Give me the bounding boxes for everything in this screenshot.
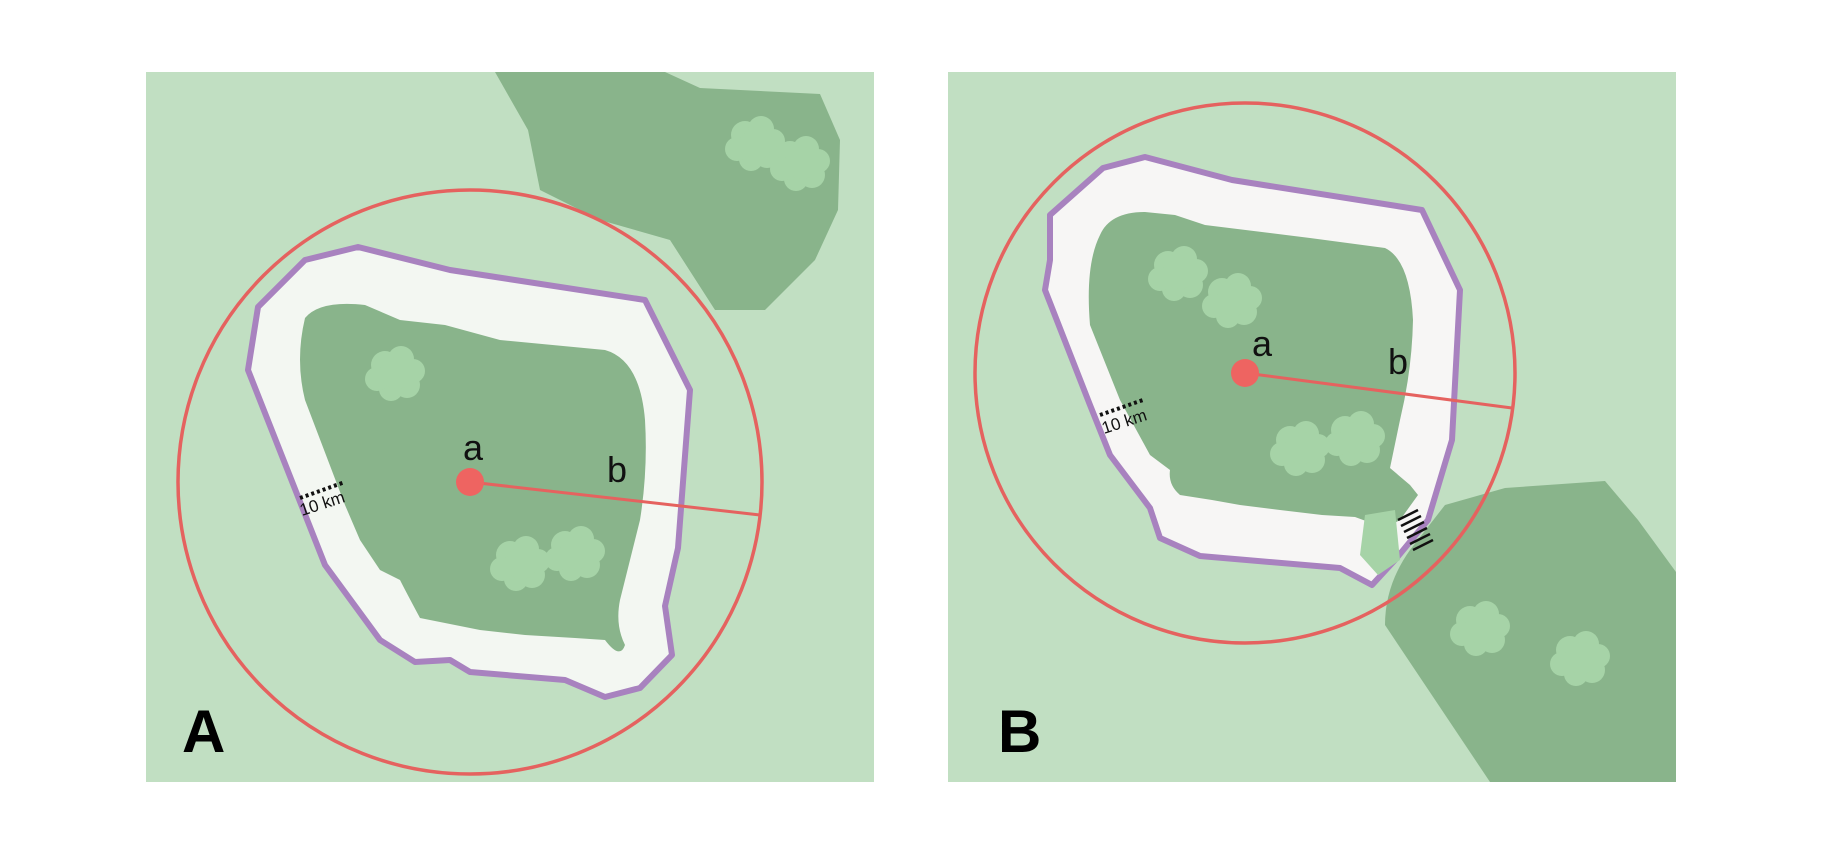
scale-bar bbox=[1099, 398, 1144, 417]
radius-label: b bbox=[1388, 341, 1408, 382]
scale-bar bbox=[299, 480, 346, 500]
radius-line bbox=[1244, 371, 1513, 410]
panel-a: a b 10 km A bbox=[146, 72, 874, 782]
center-label: a bbox=[1252, 323, 1273, 364]
crossing-hatch bbox=[1397, 508, 1434, 552]
center-point bbox=[1231, 359, 1259, 387]
center-point bbox=[456, 468, 484, 496]
range-circle bbox=[176, 188, 764, 776]
range-circle bbox=[973, 101, 1517, 645]
panel-label: A bbox=[182, 698, 225, 765]
panel-label: B bbox=[998, 698, 1041, 765]
panel-b: a b 10 km B bbox=[948, 72, 1676, 782]
forest-corridor bbox=[1360, 510, 1400, 575]
radius-line bbox=[469, 480, 761, 517]
center-label: a bbox=[463, 427, 484, 468]
radius-label: b bbox=[607, 449, 627, 490]
forest-patch bbox=[1385, 481, 1676, 782]
